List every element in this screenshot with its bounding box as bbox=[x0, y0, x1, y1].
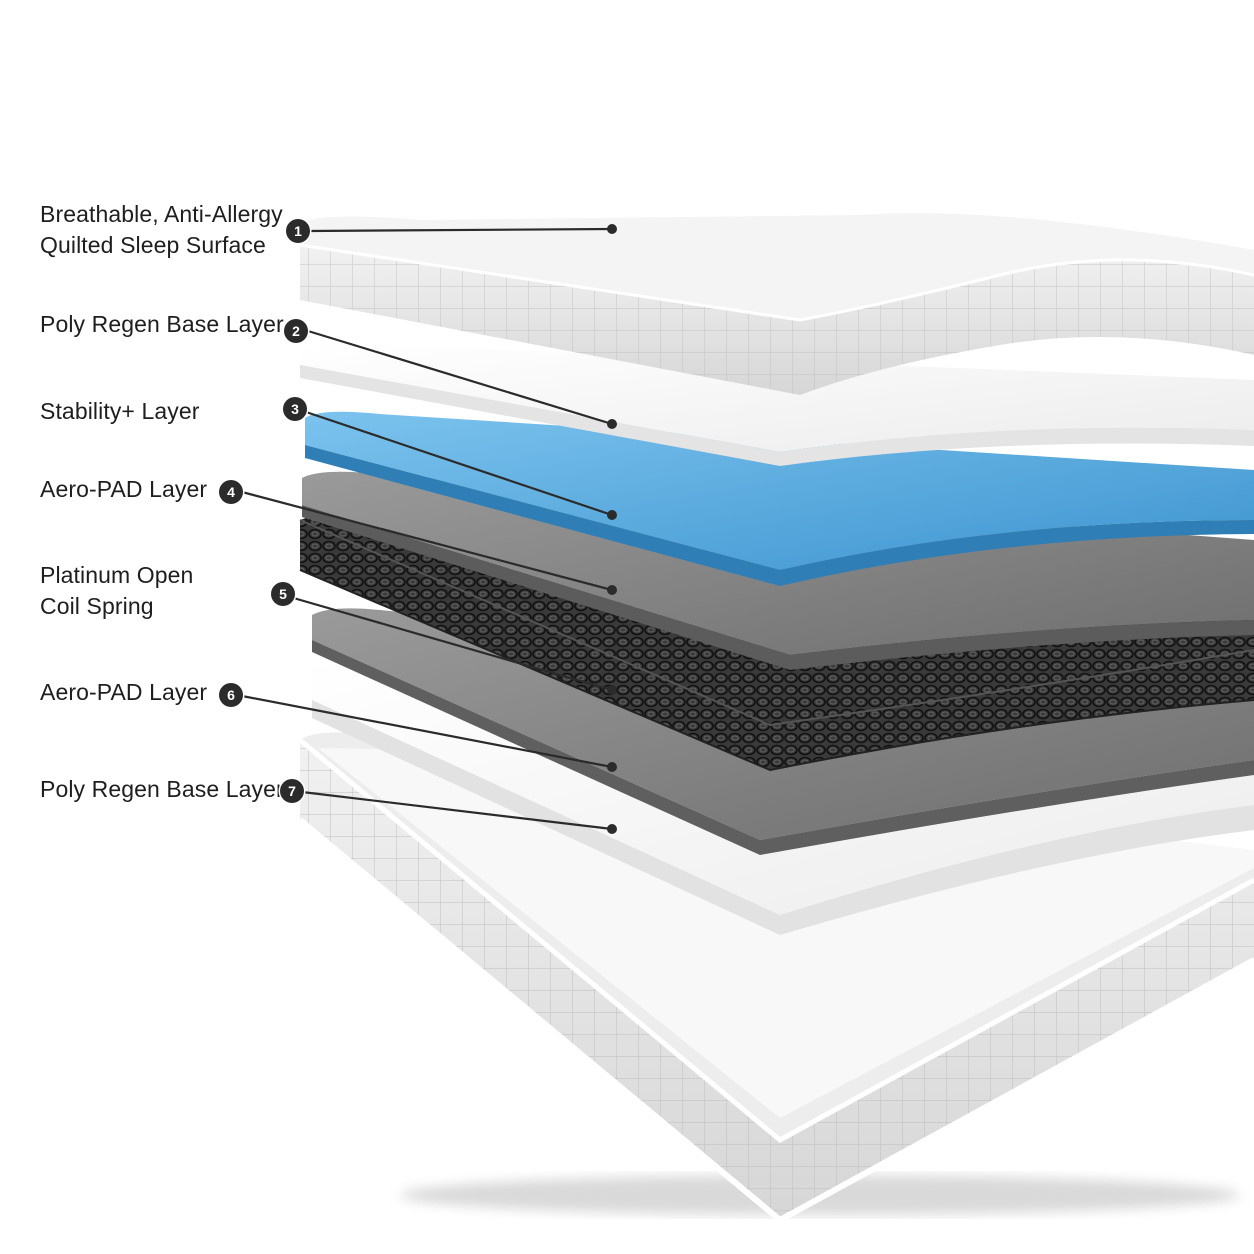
layer-label-5-line-2: Coil Spring bbox=[40, 593, 154, 619]
layer-number-badge-6: 6 bbox=[219, 683, 243, 707]
layer-label-4-line-1: Aero-PAD Layer bbox=[40, 476, 208, 502]
leader-dot-1 bbox=[607, 224, 617, 234]
layer-label-6-line-1: Aero-PAD Layer bbox=[40, 679, 208, 705]
leader-dot-6 bbox=[607, 762, 617, 772]
layer-number-badge-3: 3 bbox=[283, 397, 307, 421]
leader-dot-2 bbox=[607, 419, 617, 429]
leader-line-7 bbox=[301, 790, 613, 831]
layer-label-5-line-1: Platinum Open bbox=[40, 562, 194, 588]
leader-line-2 bbox=[307, 329, 613, 426]
layer-3-blue-foam bbox=[305, 411, 1254, 586]
leader-dot-5 bbox=[607, 685, 617, 695]
leader-dots bbox=[607, 224, 617, 834]
leader-dot-4 bbox=[607, 585, 617, 595]
leader-line-3 bbox=[305, 410, 613, 517]
layer-number-badge-7: 7 bbox=[280, 779, 304, 803]
layer-number-badge-5: 5 bbox=[271, 582, 295, 606]
layer-number-badge-4: 4 bbox=[219, 480, 243, 504]
leader-line-5 bbox=[289, 595, 613, 692]
leader-line-6 bbox=[241, 694, 613, 769]
layer-label-7-line-1: Poly Regen Base Layer bbox=[40, 776, 284, 802]
layer-2-white-foam bbox=[300, 343, 1254, 466]
layer-label-7: Poly Regen Base Layer bbox=[40, 774, 284, 805]
layer-number-badge-2: 2 bbox=[284, 319, 308, 343]
layer-1-quilted-top bbox=[299, 213, 1254, 395]
layer-label-1: Breathable, Anti-Allergy Quilted Sleep S… bbox=[40, 199, 283, 261]
leader-dot-7 bbox=[607, 824, 617, 834]
layer-label-3: Stability+ Layer bbox=[40, 396, 200, 427]
layer-label-4: Aero-PAD Layer bbox=[40, 474, 207, 505]
layer-label-2: Poly Regen Base Layer bbox=[40, 309, 284, 340]
leader-line-1 bbox=[309, 227, 613, 233]
layer-label-1-line-1: Breathable, Anti-Allergy bbox=[40, 201, 283, 227]
layer-label-5: Platinum Open Coil Spring bbox=[40, 560, 193, 622]
layer-label-1-line-2: Quilted Sleep Surface bbox=[40, 232, 266, 258]
layer-label-2-line-1: Poly Regen Base Layer bbox=[40, 311, 284, 337]
layer-number-badge-1: 1 bbox=[286, 219, 310, 243]
layer-label-6: Aero-PAD Layer bbox=[40, 677, 207, 708]
leader-lines bbox=[241, 227, 613, 831]
leader-line-4 bbox=[241, 490, 613, 592]
layer-label-3-line-1: Stability+ Layer bbox=[40, 398, 200, 424]
leader-dot-3 bbox=[607, 510, 617, 520]
